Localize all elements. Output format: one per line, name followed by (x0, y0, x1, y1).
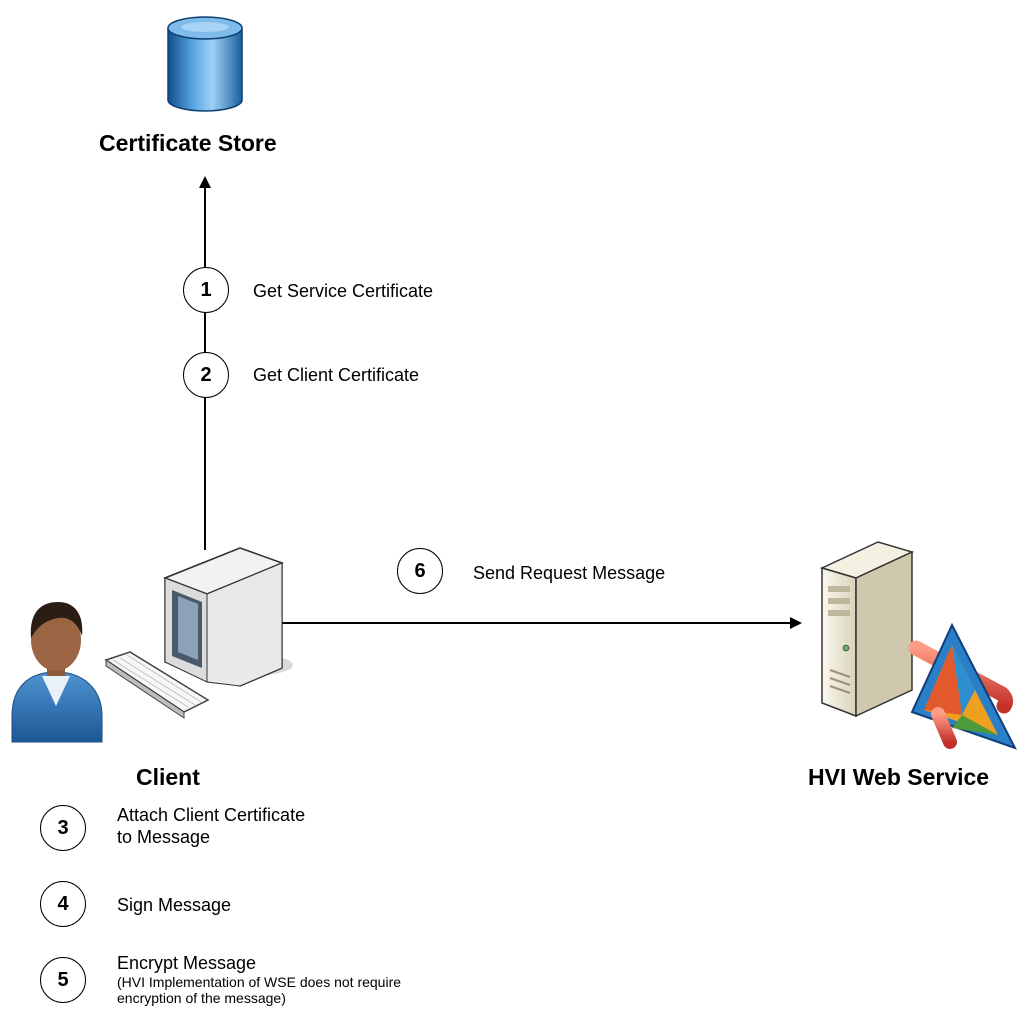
user-icon (11, 602, 103, 743)
computer-icon (162, 547, 293, 687)
step-3-label-line1: Attach Client Certificate (117, 805, 306, 825)
step-5-badge: 5 (40, 957, 86, 1003)
client-label: Client (136, 764, 200, 790)
web-service-label: HVI Web Service (808, 764, 990, 790)
certificate-store-label: Certificate Store (99, 130, 277, 156)
database-icon (167, 16, 243, 112)
step-2-label: Get Client Certificate (253, 365, 420, 385)
step-1-label: Get Service Certificate (253, 281, 434, 301)
step-5-label: Encrypt Message (HVI Implementation of W… (117, 952, 401, 1006)
step-4-badge: 4 (40, 881, 86, 927)
step-4-label: Sign Message (117, 895, 232, 915)
step-3-label-line2: to Message (117, 827, 211, 847)
step-2-badge: 2 (183, 352, 229, 398)
step-5-note-line2: encryption of the message) (117, 990, 286, 1006)
step-6-label: Send Request Message (473, 563, 666, 583)
step-3-badge: 3 (40, 805, 86, 851)
step-5-note-line1: (HVI Implementation of WSE does not requ… (117, 974, 402, 990)
step-6-badge: 6 (397, 548, 443, 594)
server-icon (819, 541, 915, 718)
step-5-label-title: Encrypt Message (117, 953, 257, 973)
keyboard-icon (104, 651, 210, 719)
step-1-badge: 1 (183, 267, 229, 313)
web-service-badge-icon (908, 622, 1018, 750)
step-3-label: Attach Client Certificate to Message (117, 804, 305, 848)
